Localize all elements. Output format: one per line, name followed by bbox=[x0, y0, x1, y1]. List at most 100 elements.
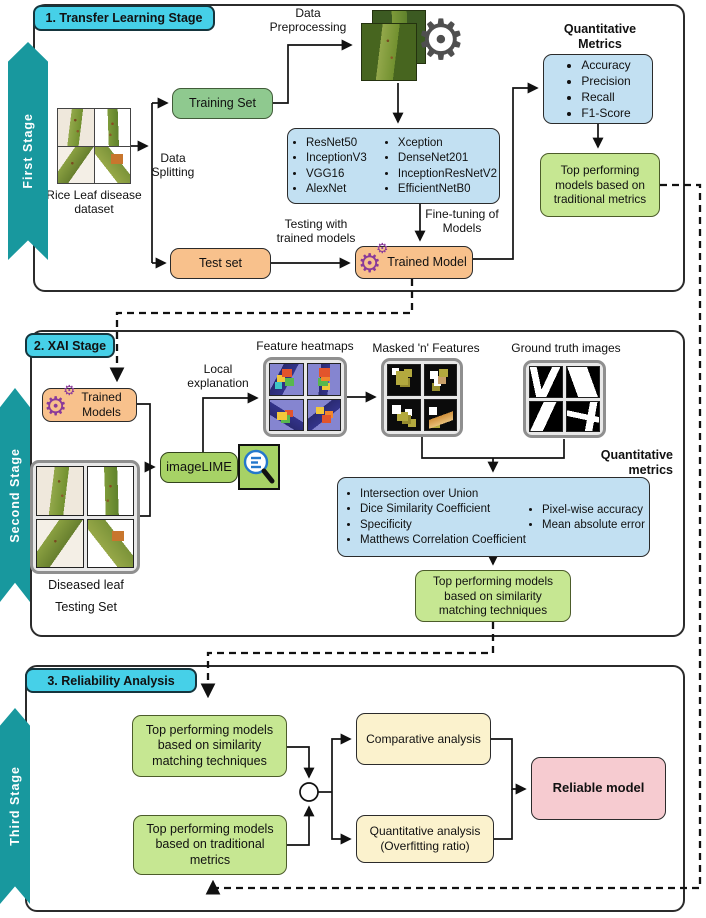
list-item: EfficientNetB0 bbox=[398, 182, 497, 196]
stage2-banner-label: 2. XAI Stage bbox=[33, 338, 107, 353]
list-item: AlexNet bbox=[306, 182, 382, 196]
similarity-models-label: Top performing models based on similarit… bbox=[145, 722, 274, 768]
list-item: InceptionV3 bbox=[306, 151, 382, 165]
top-models-similarity-box: Top performing models based on similarit… bbox=[415, 570, 571, 622]
list-item: Precision bbox=[581, 74, 630, 89]
list-item: Pixel-wise accuracy bbox=[542, 503, 645, 517]
quantitative-analysis-box: Quantitative analysis (Overfitting ratio… bbox=[356, 815, 494, 863]
trained-model-label: Trained Model bbox=[387, 254, 467, 269]
ground-truth-grid bbox=[523, 360, 606, 438]
feature-heatmaps-grid bbox=[263, 357, 347, 437]
metrics-list: AccuracyPrecisionRecallF1-Score bbox=[565, 57, 630, 122]
dataset-caption: Rice Leaf disease dataset bbox=[46, 188, 142, 217]
training-set-label: Training Set bbox=[189, 95, 256, 110]
trained-models-label: Trained Models bbox=[81, 390, 122, 419]
diseased-leaf-photo bbox=[36, 466, 84, 516]
data-splitting-label: Data Splitting bbox=[151, 151, 195, 180]
preprocessed-photo-front bbox=[361, 23, 417, 81]
list-item: Matthews Correlation Coefficient bbox=[360, 533, 526, 547]
rice-leaf-photo bbox=[94, 109, 130, 146]
heatmap-image bbox=[269, 363, 304, 396]
list-item: VGG16 bbox=[306, 167, 382, 181]
preprocessed-images: ⚙ bbox=[356, 10, 466, 84]
diseased-leaf-photo bbox=[86, 466, 134, 516]
diseased-leaf-label: Diseased leaf bbox=[48, 578, 124, 592]
similarity-metrics-box: Intersection over UnionDice Similarity C… bbox=[337, 477, 650, 557]
testing-with-label: Testing with trained models bbox=[276, 217, 356, 246]
similarity-metrics-col1: Intersection over UnionDice Similarity C… bbox=[344, 486, 526, 549]
ground-truth-image bbox=[566, 366, 600, 398]
list-item: InceptionResNetV2 bbox=[398, 167, 497, 181]
feature-heatmaps-label: Feature heatmaps bbox=[256, 339, 354, 353]
model-list-col2: XceptionDenseNet201InceptionResNetV2Effi… bbox=[382, 135, 497, 198]
stage2-banner: 2. XAI Stage bbox=[25, 333, 115, 358]
rice-leaf-photo bbox=[58, 146, 94, 183]
training-set-box: Training Set bbox=[172, 88, 273, 119]
data-preprocessing-label: Data Preprocessing bbox=[269, 6, 347, 35]
masked-features-grid bbox=[381, 358, 463, 437]
ground-truth-image bbox=[566, 400, 600, 432]
masked-image bbox=[423, 399, 457, 431]
list-item: Mean absolute error bbox=[542, 518, 645, 532]
masked-image bbox=[387, 399, 421, 431]
reliable-model-box: Reliable model bbox=[531, 757, 666, 820]
diseased-leaf-photo bbox=[86, 518, 134, 568]
ground-truth-image bbox=[529, 366, 563, 398]
test-set-label: Test set bbox=[198, 255, 243, 270]
ribbon-first-stage: First Stage bbox=[8, 42, 48, 260]
similarity-metrics-col2: Pixel-wise accuracyMean absolute error bbox=[526, 502, 645, 534]
ribbon-second-stage: Second Stage bbox=[0, 388, 30, 602]
list-item: DenseNet201 bbox=[398, 151, 497, 165]
ribbon-first-stage-label: First Stage bbox=[21, 113, 35, 189]
list-item: Intersection over Union bbox=[360, 487, 526, 501]
masked-image bbox=[387, 364, 421, 396]
stage3-banner: 3. Reliability Analysis bbox=[25, 668, 197, 693]
rice-leaf-photo bbox=[58, 109, 94, 146]
stage1-banner-label: 1. Transfer Learning Stage bbox=[45, 11, 203, 25]
list-item: Xception bbox=[398, 136, 497, 150]
ribbon-third-stage: Third Stage bbox=[0, 708, 30, 904]
heatmap-image bbox=[269, 398, 304, 431]
ribbon-third-stage-label: Third Stage bbox=[8, 766, 22, 846]
top-models-traditional-label: Top performing models based on tradition… bbox=[553, 162, 647, 207]
trained-model-box: ⚙ ⚙ Trained Model bbox=[355, 241, 473, 279]
reliable-model-label: Reliable model bbox=[552, 780, 645, 796]
comparative-analysis-label: Comparative analysis bbox=[366, 731, 481, 746]
traditional-models-label: Top performing models based on tradition… bbox=[146, 821, 274, 867]
list-item: Specificity bbox=[360, 518, 526, 532]
list-item: Accuracy bbox=[581, 58, 630, 73]
heatmap-image bbox=[306, 398, 341, 431]
gear-icon: ⚙ bbox=[415, 8, 466, 71]
gear-icon: ⚙ bbox=[376, 240, 389, 256]
imagelime-box: imageLIME bbox=[160, 452, 238, 483]
metrics-box: AccuracyPrecisionRecallF1-Score bbox=[543, 54, 653, 124]
model-list-col1: ResNet50InceptionV3VGG16AlexNet bbox=[290, 135, 382, 198]
ground-truth-label: Ground truth images bbox=[511, 341, 621, 355]
list-item: ResNet50 bbox=[306, 136, 382, 150]
quantitative-metrics-title: Quantitative Metrics bbox=[563, 22, 637, 51]
top-models-traditional-box: Top performing models based on tradition… bbox=[540, 153, 660, 217]
imagelime-label: imageLIME bbox=[166, 459, 232, 475]
gear-icon: ⚙ bbox=[44, 391, 68, 421]
fine-tuning-label: Fine-tuning of Models bbox=[425, 207, 499, 236]
quantitative-analysis-label: Quantitative analysis (Overfitting ratio… bbox=[369, 824, 481, 853]
rice-leaf-photo bbox=[94, 146, 130, 183]
model-list-box: ResNet50InceptionV3VGG16AlexNet Xception… bbox=[287, 128, 500, 204]
testing-set-label: Testing Set bbox=[55, 600, 117, 614]
top-models-similarity-label: Top performing models based on similarit… bbox=[433, 573, 553, 618]
traditional-models-box: Top performing models based on tradition… bbox=[133, 815, 287, 875]
list-item: Recall bbox=[581, 90, 630, 105]
list-item: Dice Similarity Coefficient bbox=[360, 502, 526, 516]
stage1-banner: 1. Transfer Learning Stage bbox=[33, 5, 215, 31]
rice-dataset-image bbox=[57, 108, 131, 184]
list-item: F1-Score bbox=[581, 106, 630, 121]
heatmap-image bbox=[306, 363, 341, 396]
similarity-models-box: Top performing models based on similarit… bbox=[132, 715, 287, 777]
comparative-analysis-box: Comparative analysis bbox=[356, 713, 491, 765]
masked-features-label: Masked 'n' Features bbox=[372, 341, 480, 355]
masked-image bbox=[423, 364, 457, 396]
quantitative-metrics-title-2: Quantitative metrics bbox=[600, 448, 673, 477]
trained-models-box: ⚙ ⚙ Trained Models bbox=[42, 383, 137, 422]
local-explanation-label: Local explanation bbox=[187, 362, 249, 391]
